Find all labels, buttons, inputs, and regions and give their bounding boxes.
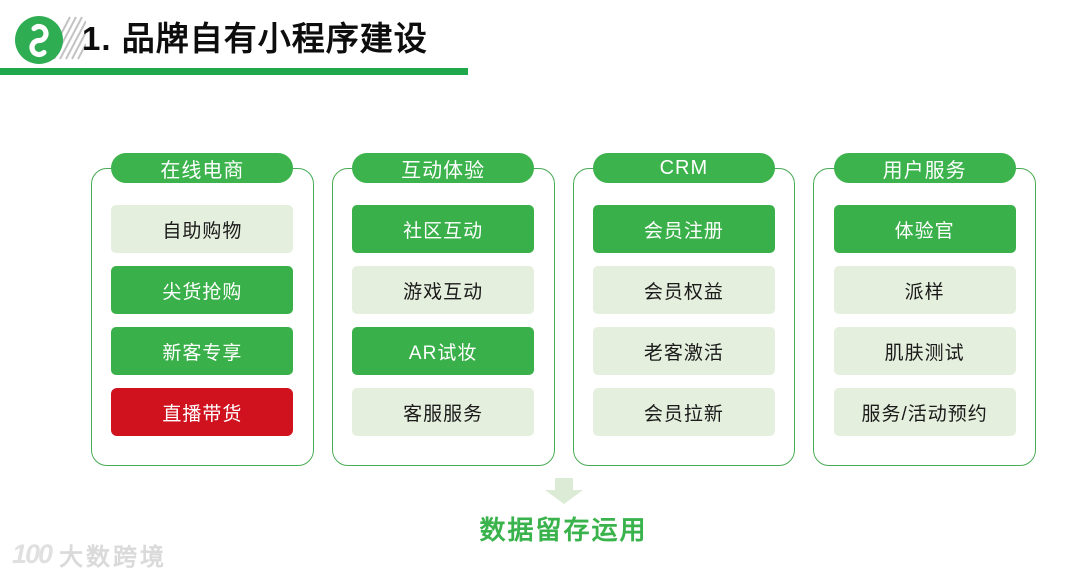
item-sampling: 派样 xyxy=(833,266,1016,314)
page-title: 1. 品牌自有小程序建设 xyxy=(82,20,428,57)
item-member-benefits: 会员权益 xyxy=(592,266,775,314)
column-header-interactive-experience: 互动体验 xyxy=(352,153,535,183)
data-flow-footer: 数据留存运用 xyxy=(91,478,1036,547)
item-hot-deal-rush: 尖货抢购 xyxy=(111,266,294,314)
column-user-service: 用户服务 体验官 派样 肌肤测试 服务/活动预约 xyxy=(813,153,1036,467)
slide-header: 1. 品牌自有小程序建设 xyxy=(0,0,1080,80)
column-online-ecommerce: 在线电商 自助购物 尖货抢购 新客专享 直播带货 xyxy=(91,153,314,467)
item-game-interaction: 游戏互动 xyxy=(352,266,535,314)
item-service-event-booking: 服务/活动预约 xyxy=(833,388,1016,436)
item-old-customer-activation: 老客激活 xyxy=(592,327,775,375)
column-interactive-experience: 互动体验 社区互动 游戏互动 AR试妆 客服服务 xyxy=(331,153,555,467)
item-self-service-shopping: 自助购物 xyxy=(111,205,294,253)
item-customer-service: 客服服务 xyxy=(352,388,535,436)
item-member-acquisition: 会员拉新 xyxy=(592,388,775,436)
item-community-interaction: 社区互动 xyxy=(352,205,535,253)
column-header-crm: CRM xyxy=(592,153,775,183)
watermark-text: 大数跨境 xyxy=(59,543,168,571)
item-member-registration: 会员注册 xyxy=(592,205,775,253)
data-retention-label: 数据留存运用 xyxy=(479,515,648,545)
watermark-logo: 100 xyxy=(12,538,53,569)
column-crm: CRM 会员注册 会员权益 老客激活 会员拉新 xyxy=(572,153,796,467)
item-skin-test: 肌肤测试 xyxy=(833,327,1016,375)
column-header-online-ecommerce: 在线电商 xyxy=(111,153,294,183)
miniprogram-capability-matrix: 在线电商 自助购物 尖货抢购 新客专享 直播带货 互动体验 社区互动 游戏互动 … xyxy=(91,153,1036,467)
item-livestream-selling: 直播带货 xyxy=(111,388,294,436)
item-ar-makeup-tryon: AR试妆 xyxy=(352,327,535,375)
item-experience-officer: 体验官 xyxy=(833,205,1016,253)
wechat-miniprogram-icon xyxy=(6,7,87,67)
watermark: 100 大数跨境 xyxy=(12,536,167,572)
column-header-user-service: 用户服务 xyxy=(833,153,1016,183)
down-arrow-icon xyxy=(544,478,583,504)
item-new-customer-exclusive: 新客专享 xyxy=(111,327,294,375)
title-underline xyxy=(0,68,468,75)
